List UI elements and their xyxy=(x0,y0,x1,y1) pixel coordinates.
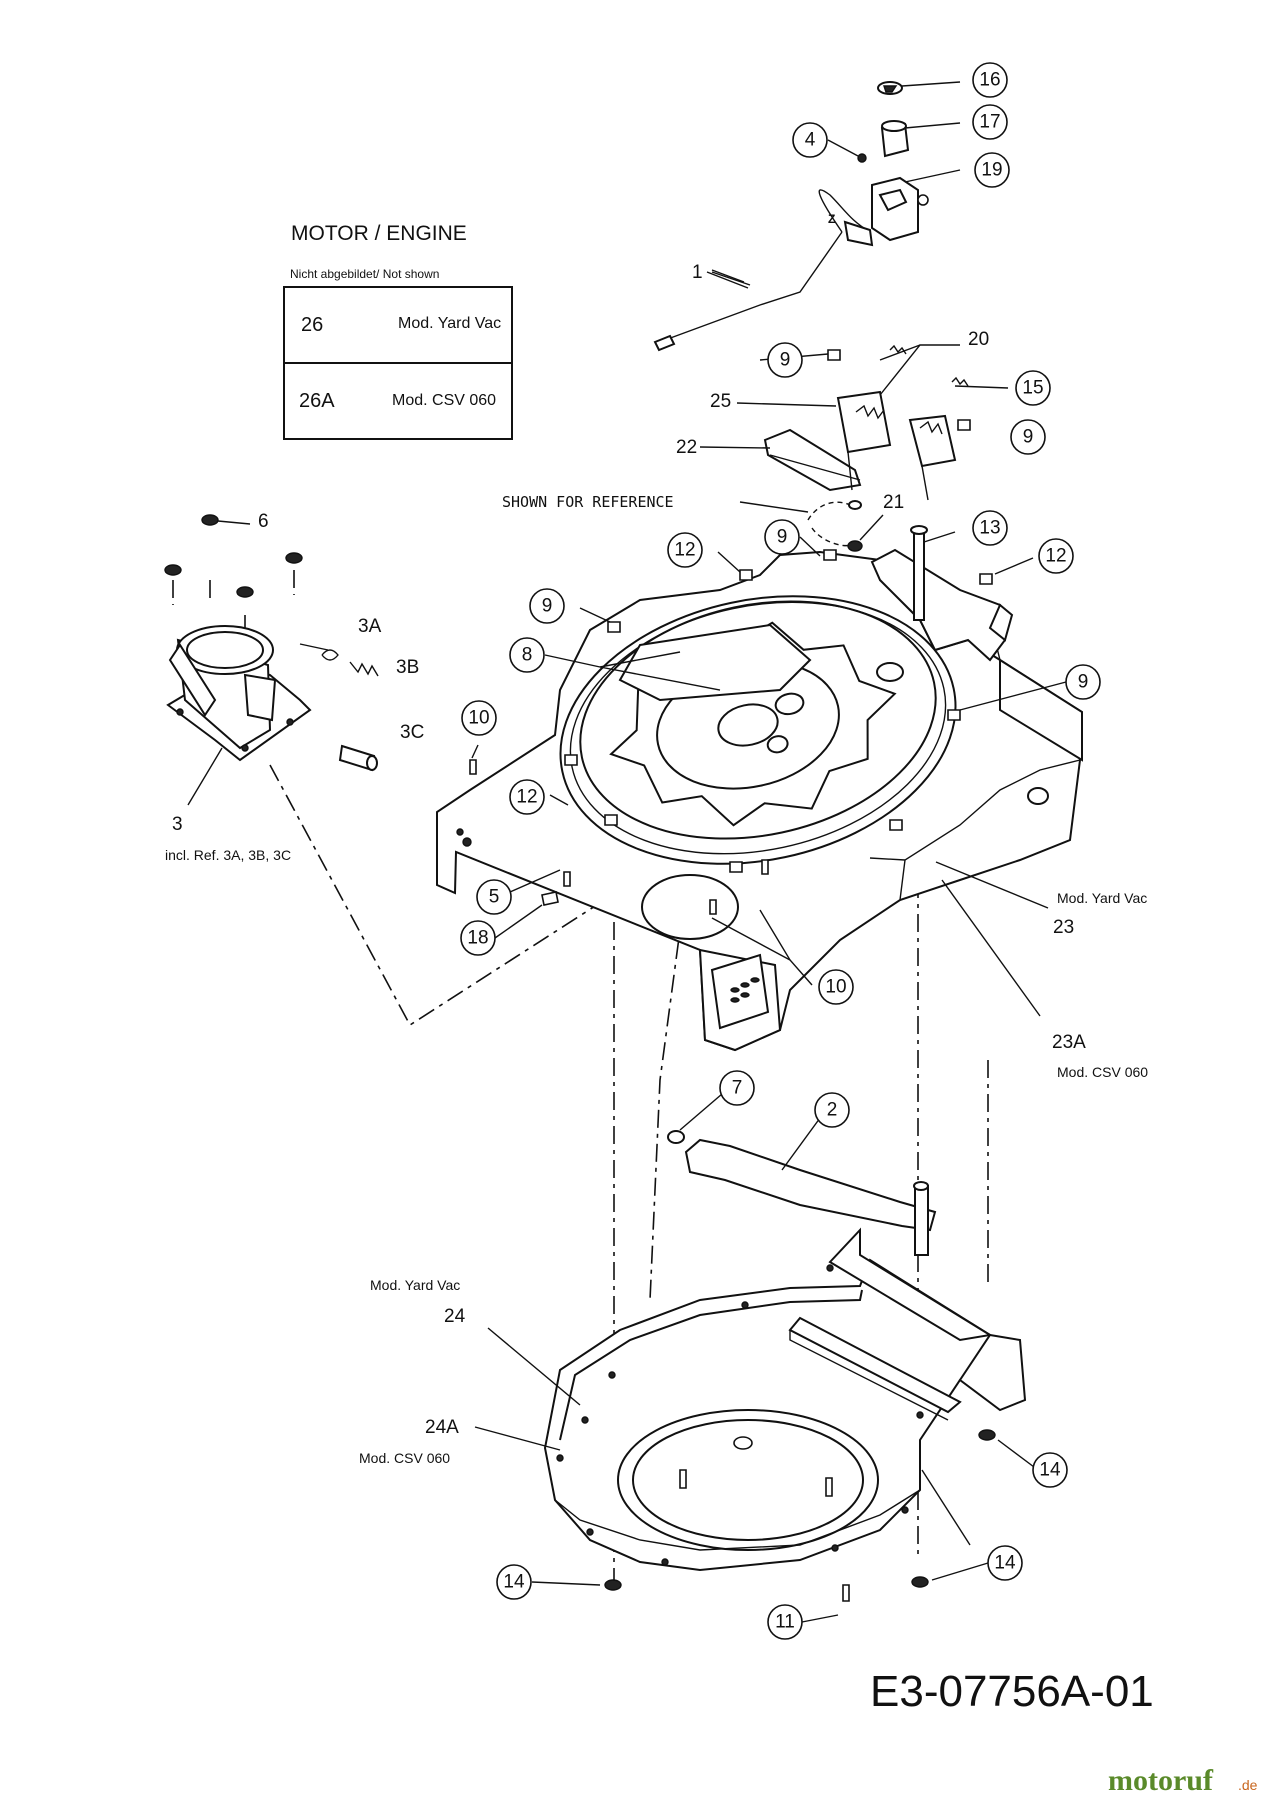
svg-text:5: 5 xyxy=(489,887,500,908)
callout-18: 18 xyxy=(460,920,496,956)
bolts xyxy=(164,349,996,1602)
svg-text:13: 13 xyxy=(979,518,1000,539)
table-row: 26 Mod. Yard Vac xyxy=(285,288,511,364)
svg-text:14: 14 xyxy=(503,1572,525,1593)
svg-text:10: 10 xyxy=(468,708,489,729)
model-name: Mod. CSV 060 xyxy=(392,392,497,409)
callout-2: 2 xyxy=(814,1092,850,1128)
not-shown-note: Nicht abgebildet/ Not shown xyxy=(290,267,439,281)
svg-text:14: 14 xyxy=(1039,1460,1061,1481)
watermark-brand: motoruf xyxy=(1108,1764,1214,1797)
callout-17: 17 xyxy=(972,104,1008,140)
callout-11: 11 xyxy=(767,1604,803,1640)
svg-text:15: 15 xyxy=(1022,378,1043,399)
callout-bubbles: 16 17 4 19 9 15 9 12 12 9 9 9 10 12 5 18… xyxy=(460,62,1101,1640)
svg-text:9: 9 xyxy=(780,350,791,371)
callout-14-bottom-right: 14 xyxy=(987,1545,1023,1581)
svg-text:9: 9 xyxy=(777,527,788,548)
label-1: 1 xyxy=(692,262,703,283)
chute-assembly xyxy=(166,625,379,772)
label-25: 25 xyxy=(710,391,731,412)
svg-text:Z: Z xyxy=(828,212,835,226)
table-row: 26A Mod. CSV 060 xyxy=(285,364,511,438)
callout-5: 5 xyxy=(476,879,512,915)
plain-labels: 1 25 22 20 21 6 3A 3B 3C 3 incl. Ref. 3A… xyxy=(165,262,1148,1466)
label-23A: 23A xyxy=(1052,1032,1086,1053)
svg-text:9: 9 xyxy=(1023,427,1034,448)
inner-bolts xyxy=(679,1436,833,1497)
label-24A-model: Mod. CSV 060 xyxy=(359,1450,450,1466)
callout-14-bottom-left: 14 xyxy=(496,1564,532,1600)
not-shown-table: 26 Mod. Yard Vac 26A Mod. CSV 060 xyxy=(283,286,513,440)
svg-text:19: 19 xyxy=(981,160,1002,181)
label-6: 6 xyxy=(258,511,269,532)
springs xyxy=(855,344,969,435)
watermark-logo: motoruf .de xyxy=(1108,1764,1258,1797)
callout-4: 4 xyxy=(792,122,828,158)
label-21: 21 xyxy=(883,492,904,513)
svg-text:18: 18 xyxy=(467,928,488,949)
label-3B: 3B xyxy=(396,657,419,678)
svg-text:4: 4 xyxy=(805,130,816,151)
rim-holes xyxy=(556,1264,924,1566)
svg-text:16: 16 xyxy=(979,70,1000,91)
svg-text:10: 10 xyxy=(825,977,846,998)
svg-text:7: 7 xyxy=(732,1078,743,1099)
label-3-includes: incl. Ref. 3A, 3B, 3C xyxy=(165,847,291,863)
svg-text:17: 17 xyxy=(979,112,1000,133)
callout-7: 7 xyxy=(719,1070,755,1106)
label-24: 24 xyxy=(444,1306,466,1327)
section-title: MOTOR / ENGINE xyxy=(291,222,467,245)
callout-10-top: 10 xyxy=(461,700,497,736)
svg-text:11: 11 xyxy=(775,1612,795,1633)
lever-arm xyxy=(667,1130,937,1256)
label-23: 23 xyxy=(1053,917,1074,938)
motor-housing xyxy=(436,548,1084,1052)
callout-9-side: 9 xyxy=(1065,664,1101,700)
callout-12-left: 12 xyxy=(667,532,703,568)
callout-9-mid: 9 xyxy=(764,519,800,555)
part-number: 26A xyxy=(299,390,335,412)
callout-9-top: 9 xyxy=(767,342,803,378)
label-23A-model: Mod. CSV 060 xyxy=(1057,1064,1148,1080)
svg-text:12: 12 xyxy=(1045,546,1066,567)
leader-lines xyxy=(187,81,1067,1623)
vent-slots xyxy=(730,977,760,1003)
svg-text:2: 2 xyxy=(827,1100,838,1121)
shown-for-reference-note: SHOWN FOR REFERENCE xyxy=(502,493,674,511)
callout-9-right: 9 xyxy=(1010,419,1046,455)
svg-text:9: 9 xyxy=(1078,672,1089,693)
svg-text:9: 9 xyxy=(542,596,553,617)
callout-16: 16 xyxy=(972,62,1008,98)
callout-13: 13 xyxy=(972,510,1008,546)
callout-10-bottom: 10 xyxy=(818,969,854,1005)
part-number: 26 xyxy=(301,314,324,336)
svg-text:14: 14 xyxy=(994,1553,1016,1574)
label-3: 3 xyxy=(172,814,183,835)
callout-14-right: 14 xyxy=(1032,1452,1068,1488)
callout-19: 19 xyxy=(974,152,1010,188)
callout-12-right: 12 xyxy=(1038,538,1074,574)
watermark-suffix: .de xyxy=(1238,1777,1258,1793)
model-name: Mod. Yard Vac xyxy=(398,315,502,332)
switch-assembly: Z xyxy=(653,81,969,621)
label-23-model: Mod. Yard Vac xyxy=(1057,890,1147,906)
label-24-model: Mod. Yard Vac xyxy=(370,1277,460,1293)
label-24A: 24A xyxy=(425,1417,459,1438)
label-3A: 3A xyxy=(358,616,382,637)
callout-8: 8 xyxy=(509,637,545,673)
svg-text:8: 8 xyxy=(522,645,533,666)
svg-text:12: 12 xyxy=(674,540,695,561)
label-3C: 3C xyxy=(400,722,424,743)
lower-housing xyxy=(543,1227,1027,1572)
callout-15: 15 xyxy=(1015,370,1051,406)
label-20: 20 xyxy=(968,329,989,350)
callout-9-body: 9 xyxy=(529,588,565,624)
label-22: 22 xyxy=(676,437,697,458)
drawing-number: E3-07756A-01 xyxy=(870,1667,1154,1716)
callout-12-body: 12 xyxy=(509,779,545,815)
svg-text:12: 12 xyxy=(516,787,537,808)
